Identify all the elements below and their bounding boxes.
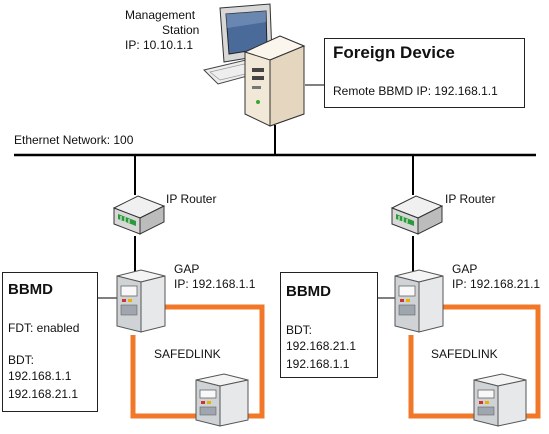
left-safedlink-loop bbox=[130, 304, 265, 419]
left-safedlink-device-icon bbox=[195, 373, 249, 427]
left-bbmd-fdt: FDT: enabled bbox=[8, 321, 80, 335]
right-gap-ip: IP: 192.168.21.1 bbox=[452, 277, 541, 291]
left-bbmd-bdt-entry: 192.168.21.1 bbox=[8, 387, 79, 401]
left-bbmd-bdt-label: BDT: bbox=[8, 353, 35, 367]
left-gap-panel-icon bbox=[116, 269, 166, 333]
left-safedlink-label: SAFEDLINK bbox=[154, 347, 221, 361]
remote-bbmd-ip: Remote BBMD IP: 192.168.1.1 bbox=[333, 84, 498, 98]
right-ip-router-icon bbox=[390, 195, 444, 235]
right-bbmd-bdt-label: BDT: bbox=[286, 323, 313, 337]
right-bbmd-bdt-entry: 192.168.21.1 bbox=[286, 339, 357, 353]
foreign-device-title: Foreign Device bbox=[333, 43, 455, 62]
station-ip: IP: 10.10.1.1 bbox=[125, 38, 194, 52]
left-bbmd-bdt-entry: 192.168.1.1 bbox=[8, 369, 72, 383]
left-gap-ip: IP: 192.168.1.1 bbox=[174, 277, 256, 291]
right-safedlink-loop bbox=[408, 304, 541, 419]
right-gap-panel-icon bbox=[394, 269, 444, 333]
left-bbmd-box: BBMD FDT: enabled BDT: 192.168.1.1 192.1… bbox=[2, 272, 98, 412]
station-name-line1: Management bbox=[125, 8, 196, 22]
ethernet-network-label: Ethernet Network: 100 bbox=[14, 133, 134, 147]
management-station-icon bbox=[203, 3, 306, 127]
right-safedlink-device-icon bbox=[473, 373, 527, 427]
left-ip-router-icon bbox=[112, 195, 166, 235]
left-gap-label: GAP bbox=[174, 262, 200, 276]
right-bbmd-bdt-entry: 192.168.1.1 bbox=[286, 357, 350, 371]
right-gap-label: GAP bbox=[452, 262, 478, 276]
right-safedlink-label: SAFEDLINK bbox=[431, 347, 498, 361]
right-router-label: IP Router bbox=[445, 192, 496, 206]
foreign-device-box: Foreign Device Remote BBMD IP: 192.168.1… bbox=[324, 38, 525, 108]
left-bbmd-title: BBMD bbox=[8, 281, 53, 298]
right-bbmd-title: BBMD bbox=[286, 283, 331, 300]
right-bbmd-box: BBMD BDT: 192.168.21.1 192.168.1.1 bbox=[280, 272, 378, 378]
station-name-line2: Station bbox=[162, 23, 200, 37]
left-router-label: IP Router bbox=[166, 192, 217, 206]
